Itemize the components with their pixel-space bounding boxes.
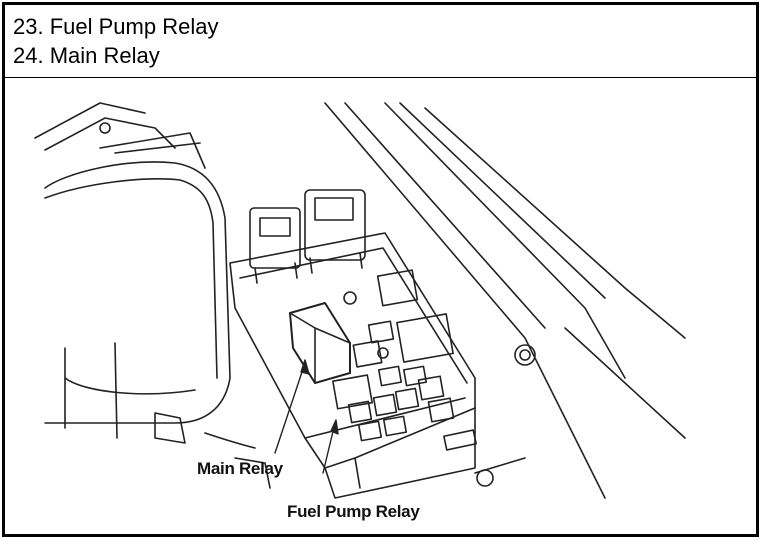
callout-leader-lines bbox=[274, 359, 339, 474]
legend-label: Main Relay bbox=[49, 43, 160, 68]
engine-bay-illustration: Main Relay Fuel Pump Relay bbox=[5, 78, 756, 534]
fuse-box-line-drawing bbox=[34, 102, 686, 499]
main-relay-shape bbox=[289, 302, 351, 384]
main-relay-label: Main Relay bbox=[197, 459, 283, 478]
legend-number: 24. bbox=[13, 43, 44, 68]
legend-label: Fuel Pump Relay bbox=[49, 14, 219, 39]
lower-details bbox=[154, 412, 526, 489]
legend-number: 23. bbox=[13, 14, 44, 39]
connector-blocks bbox=[249, 189, 366, 284]
air-cleaner-outline bbox=[34, 102, 231, 439]
legend-item-main-relay: 24. Main Relay bbox=[13, 43, 160, 69]
legend-item-fuel-pump-relay: 23. Fuel Pump Relay bbox=[13, 14, 218, 40]
fuel-pump-relay-label: Fuel Pump Relay bbox=[287, 502, 420, 521]
fuse-cluster bbox=[332, 269, 455, 442]
fender-outline bbox=[324, 102, 686, 499]
legend-header: 23. Fuel Pump Relay 24. Main Relay bbox=[5, 5, 756, 78]
